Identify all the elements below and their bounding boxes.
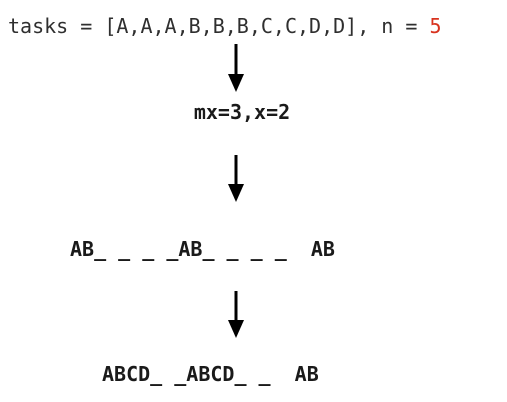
tasks-definition-prefix: tasks = [A,A,A,B,B,B,C,C,D,D], n = [8, 14, 429, 38]
tasks-definition: tasks = [A,A,A,B,B,B,C,C,D,D], n = 5 [8, 14, 441, 38]
schedule-frame-idle: AB_ _ _ _AB_ _ _ _ AB [70, 237, 335, 261]
arrow-down-2 [228, 155, 244, 202]
max-count-label: mx=3,x=2 [194, 100, 290, 124]
arrow-down-3 [228, 291, 244, 338]
schedule-filled: ABCD_ _ABCD_ _ AB [102, 362, 319, 386]
n-value: 5 [429, 14, 441, 38]
arrow-down-1 [228, 44, 244, 92]
